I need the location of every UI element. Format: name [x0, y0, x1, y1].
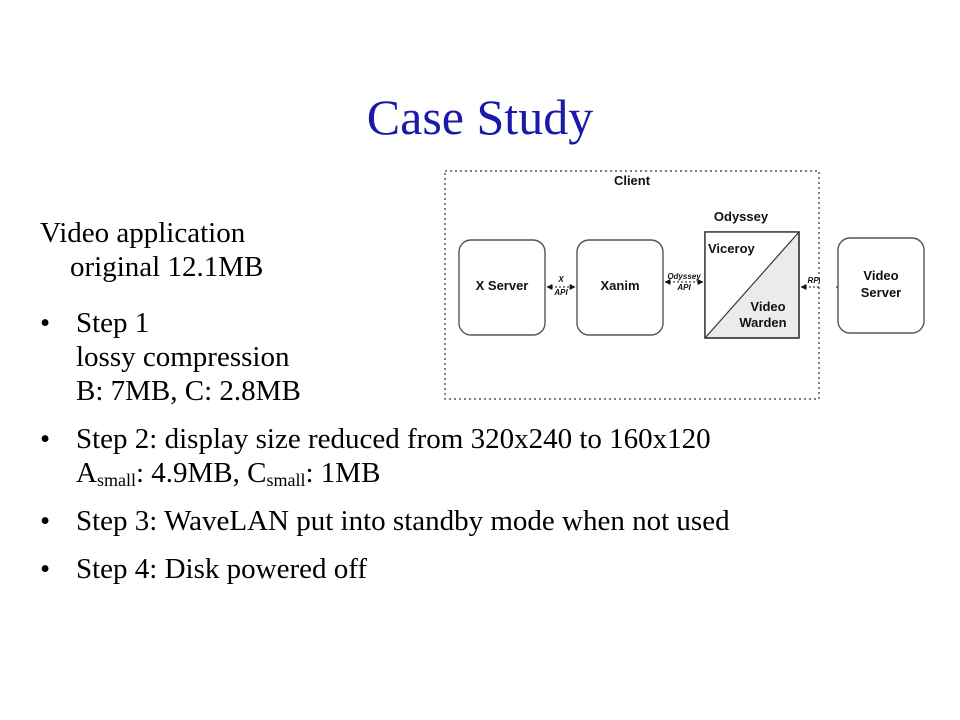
xanim-box: [576, 239, 664, 336]
step1-line-1: Step 1: [76, 307, 150, 339]
video-server-label-1: Video: [863, 268, 898, 283]
step2-a-val: : 4.9MB, C: [135, 457, 267, 489]
x-api-label-2: API: [553, 288, 568, 297]
bullet-dot: •: [40, 423, 51, 455]
intro-text: Video application original 12.1MB: [40, 216, 263, 284]
rpc-label: RPC: [808, 276, 820, 285]
odyssey-api-label-2: API: [676, 283, 691, 292]
client-boundary: [444, 170, 820, 400]
step3-text: Step 3: WaveLAN put into standby mode wh…: [76, 505, 730, 537]
bullet-step-1: • Step 1 lossy compression B: 7MB, C: 2.…: [40, 306, 730, 408]
step2-line-1: Step 2: display size reduced from 320x24…: [76, 423, 711, 455]
step1-line-2: lossy compression: [76, 341, 290, 373]
step2-a: A: [76, 457, 97, 489]
slide-title: Case Study: [366, 89, 594, 145]
step2-c-sub: small: [266, 470, 306, 490]
bullet-step-4: • Step 4: Disk powered off: [40, 552, 730, 586]
client-label: Client: [614, 173, 651, 188]
bullet-step-2: • Step 2: display size reduced from 320x…: [40, 422, 730, 490]
video-server-label-2: Server: [861, 285, 901, 300]
architecture-diagram: Client Odyssey X Server Xanim Viceroy Vi…: [444, 170, 820, 400]
step4-text: Step 4: Disk powered off: [76, 553, 368, 585]
bullet-dot: •: [40, 553, 51, 585]
video-warden-label-1: Video: [750, 299, 785, 314]
intro-line-1: Video application: [40, 217, 246, 249]
bullet-step-3: • Step 3: WaveLAN put into standby mode …: [40, 504, 730, 538]
step2-a-sub: small: [96, 470, 136, 490]
video-server-wrap: Video Server: [836, 236, 926, 336]
video-server-box: [837, 237, 925, 334]
odyssey-api-label-1: Odyssey: [667, 272, 701, 281]
viceroy-label: Viceroy: [708, 241, 756, 256]
step2-c-val: : 1MB: [305, 457, 381, 489]
bullet-dot: •: [40, 307, 51, 339]
step2-line-2: Asmall: 4.9MB, Csmall: 1MB: [76, 456, 730, 490]
xserver-box: [458, 239, 546, 336]
intro-line-2: original 12.1MB: [70, 251, 264, 283]
bullet-list: • Step 1 lossy compression B: 7MB, C: 2.…: [40, 306, 730, 586]
x-api-label-1: X: [557, 275, 564, 284]
bullet-dot: •: [40, 505, 51, 537]
odyssey-divider: [704, 231, 800, 339]
video-warden-label-2: Warden: [739, 315, 786, 330]
xserver-label: X Server: [476, 278, 529, 293]
xanim-label: Xanim: [600, 278, 639, 293]
odyssey-label: Odyssey: [714, 209, 769, 224]
step1-line-3: B: 7MB, C: 2.8MB: [76, 375, 301, 407]
